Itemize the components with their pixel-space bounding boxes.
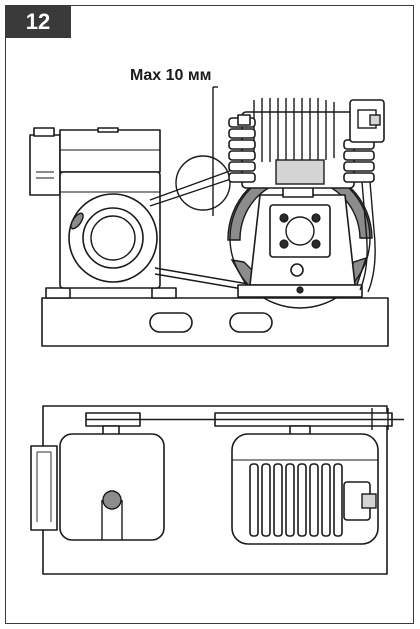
cylinder-left-rings bbox=[228, 117, 256, 183]
switch-box-top bbox=[30, 445, 58, 531]
side-view: Max 10 мм bbox=[29, 67, 389, 347]
top-belt bbox=[85, 408, 404, 430]
motor-top bbox=[30, 425, 165, 541]
motor-foot-right bbox=[151, 287, 177, 299]
motor-key bbox=[70, 212, 84, 230]
cover-bolt bbox=[279, 239, 289, 249]
motor-top-housing bbox=[59, 129, 161, 173]
cooling-fins bbox=[253, 98, 335, 162]
cooling-fins-top bbox=[249, 463, 343, 537]
compressor-pump bbox=[227, 98, 385, 309]
belt-deflection-indicator: Max 10 мм bbox=[130, 67, 231, 216]
cylinder-head bbox=[275, 159, 325, 185]
motor-switch-box bbox=[29, 134, 61, 196]
top-view bbox=[30, 405, 404, 575]
cover-bolt bbox=[311, 239, 321, 249]
belt-deflection-label: Max 10 мм bbox=[130, 67, 211, 84]
cover-bolt bbox=[311, 213, 321, 223]
cover-bolt bbox=[279, 213, 289, 223]
base-slot-right bbox=[229, 312, 273, 333]
base-slot-left bbox=[149, 312, 193, 333]
oil-sight-glass bbox=[290, 263, 304, 277]
page-frame bbox=[5, 5, 414, 624]
step-number-badge: 12 bbox=[5, 5, 71, 38]
compressor-top bbox=[231, 425, 379, 545]
motor-housing-top bbox=[59, 433, 165, 541]
crankcase-cover bbox=[269, 204, 331, 258]
motor-shaft-top bbox=[102, 490, 122, 510]
electric-motor bbox=[29, 127, 161, 289]
inspection-circle bbox=[175, 155, 231, 211]
motor-foot-left bbox=[45, 287, 71, 299]
base-plate bbox=[41, 297, 389, 347]
valve-fitting bbox=[361, 493, 377, 509]
motor-pulley-inner bbox=[82, 207, 144, 269]
cylinder-right-rings bbox=[343, 139, 375, 183]
